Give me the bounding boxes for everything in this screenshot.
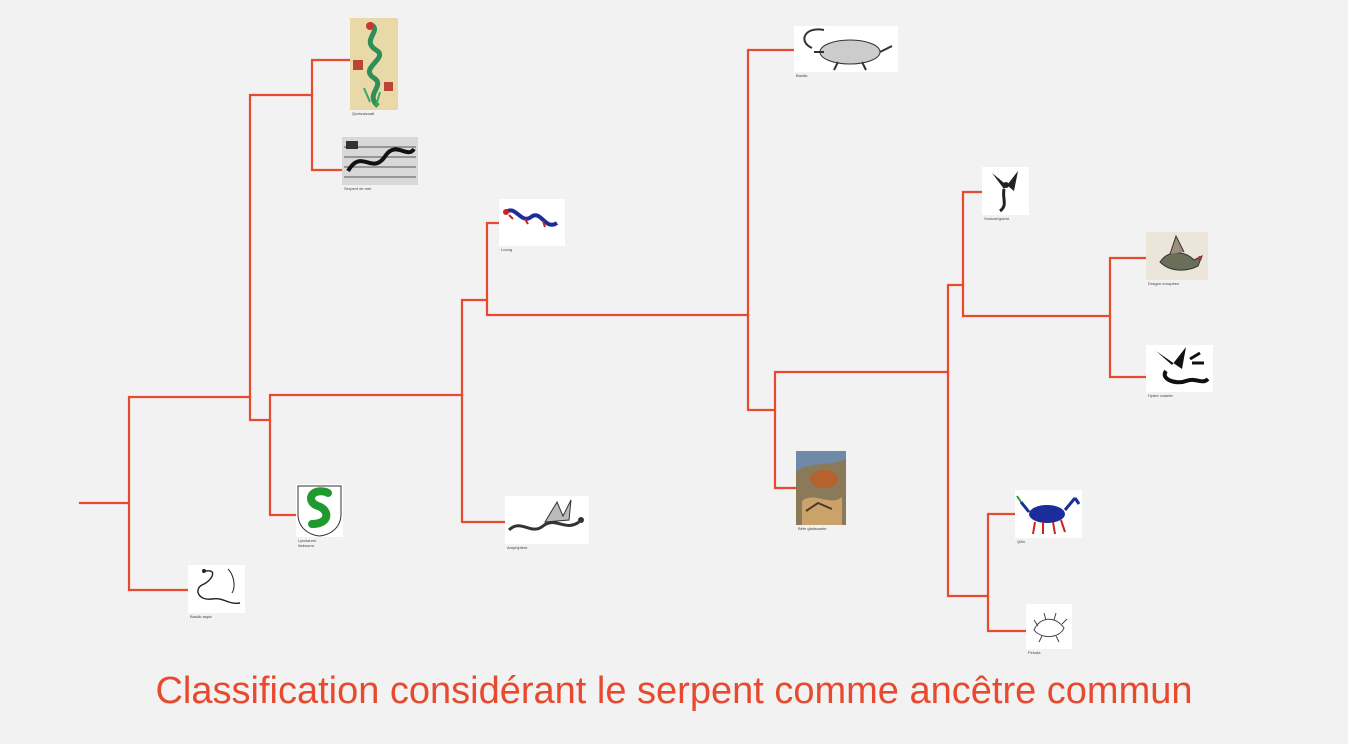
basilisk-engraving-image: [794, 26, 898, 72]
branch-node-270: [268, 393, 464, 517]
peluda-sketch-image: [1026, 604, 1072, 649]
leaf-dragon-europeen: Dragon européen: [1146, 232, 1208, 286]
leaf-serpent-de-mer: Serpent de mer: [342, 137, 418, 191]
questing-beast-painting-image: [796, 451, 846, 525]
coiled-serpent-sketch-image: [188, 565, 245, 613]
feathered-serpent-codex-image: [350, 18, 398, 110]
leaf-amphiptere: Amphiptère: [505, 496, 589, 550]
green-dragon-coat-of-arms-image: [296, 484, 343, 537]
leaf-label: Serpent de mer: [344, 186, 372, 191]
leaf-label: Qilin: [1017, 539, 1026, 544]
leaf-qilin: Qilin: [1015, 490, 1082, 544]
branch-root-split: [127, 395, 252, 592]
leaf-quetzalcoatl: Quetzalcoatl: [350, 18, 398, 116]
branch-quetzal-sea: [310, 58, 354, 172]
leaf-label: Dragon européen: [1148, 281, 1180, 286]
branch-node-748: [746, 48, 797, 412]
leaf-label: Bête glatissante: [798, 526, 827, 531]
leaf-label: Hydre volante: [1148, 393, 1173, 398]
phylogenetic-tree: [78, 48, 1149, 633]
leaf-label: Lyndwurm lindworm: [298, 538, 317, 548]
leaf-vouivre: Vouivre/guivre: [982, 167, 1029, 221]
qilin-image: [1015, 490, 1082, 538]
leaf-label: Peluda: [1028, 650, 1041, 655]
chinese-dragon-image: [499, 199, 565, 246]
leaf-hydre: Hydre volante: [1146, 345, 1213, 398]
leaf-bete-glatissante: Bête glatissante: [796, 451, 846, 531]
leaf-basilic-aspic: Basilic aspic: [188, 565, 245, 619]
leaf-label: Loong: [501, 247, 513, 252]
winged-serpent-engraving-image: [505, 496, 589, 544]
leaf-label: Basilic aspic: [190, 614, 213, 619]
european-dragon-image: [1146, 232, 1208, 280]
branch-node-963: [961, 190, 1112, 318]
leaf-loong: Loong: [499, 199, 565, 252]
leaf-label: Vouivre/guivre: [984, 216, 1010, 221]
branch-node-487: [485, 221, 750, 317]
diagram-caption: Classification considérant le serpent co…: [155, 670, 1193, 712]
sea-serpent-engraving-image: [342, 137, 418, 185]
branch-node-948: [946, 283, 990, 598]
branch-node-1110: [1108, 256, 1149, 379]
leaf-basilic: Basilic: [794, 26, 898, 78]
branch-node-988: [986, 512, 1028, 633]
branch-node-462: [460, 298, 508, 524]
branch-node-775: [773, 370, 950, 490]
leaf-label: Basilic: [796, 73, 808, 78]
leaf-label: Amphiptère: [507, 545, 528, 550]
leaf-label: Quetzalcoatl: [352, 111, 375, 116]
leaf-peluda: Peluda: [1026, 604, 1072, 655]
leaf-lyndwurm: Lyndwurm lindworm: [296, 484, 343, 548]
wyvern-engraving-image: [982, 167, 1029, 215]
branch-node-250: [248, 93, 314, 422]
hydra-engraving-image: [1146, 345, 1213, 392]
